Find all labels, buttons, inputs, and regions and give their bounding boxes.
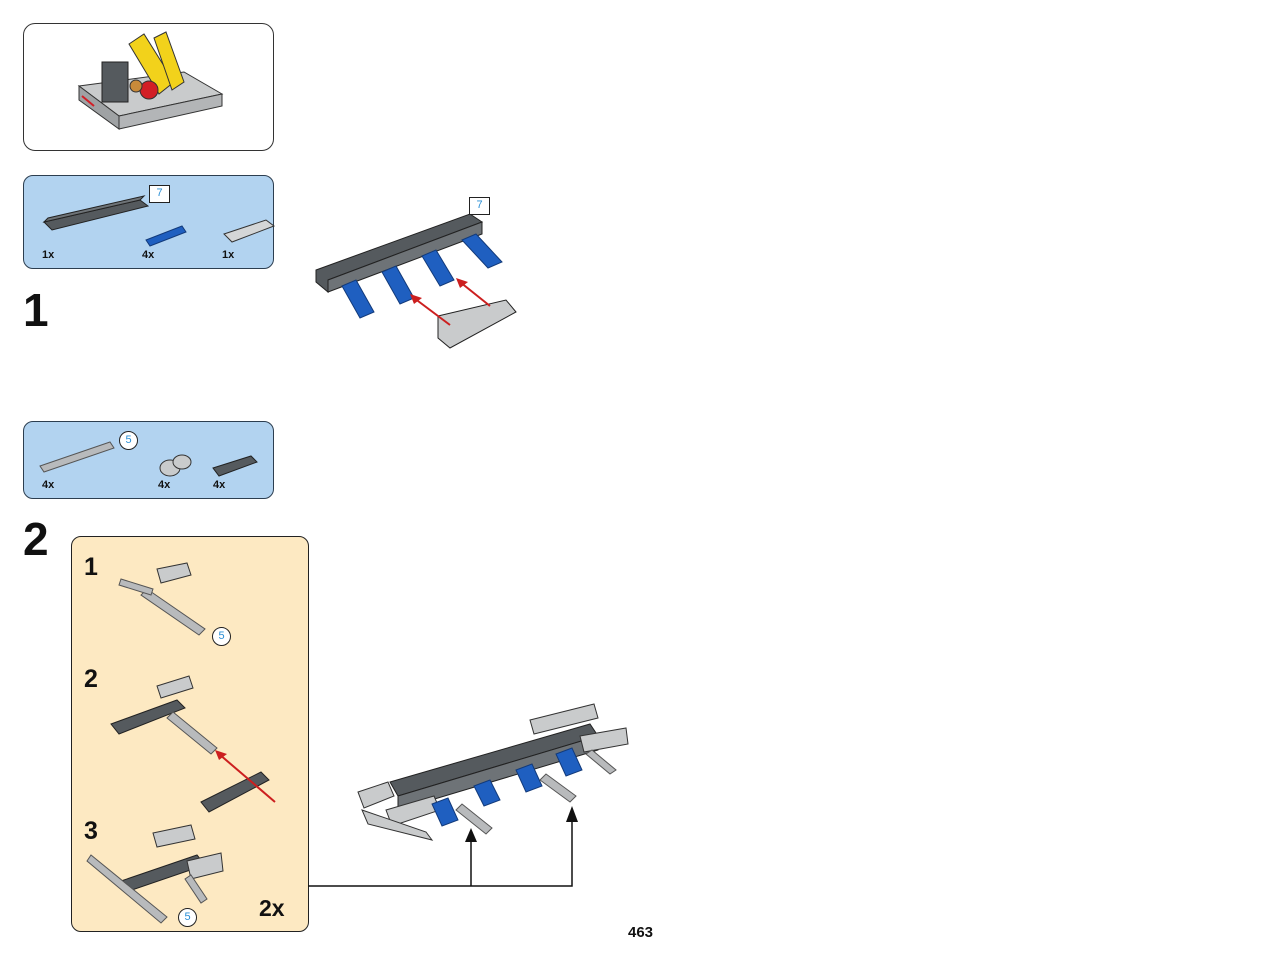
step1-part-qty: 1x [42,249,55,261]
step1-assembly-illustration [315,213,517,349]
substep3-length-badge: 5 [178,908,197,927]
step1-part-qty: 1x [222,249,235,261]
step2-part-qty: 4x [42,479,55,491]
step1-number: 1 [23,284,49,336]
substep1-illustration [118,562,206,636]
subassembly-multiplier: 2x [259,895,285,921]
step1-length-badge: 7 [469,197,490,215]
subassembly-callout-arrows [308,806,578,887]
substep2-illustration [110,675,276,813]
model-preview-panel [23,23,274,151]
subassembly-panel: 1 5 2 3 5 2x [71,536,309,932]
substep-number: 3 [84,817,98,845]
axle-pin-connector-icon [159,454,192,477]
blue-pin-icon [145,225,187,247]
step2-part-length-badge: 5 [119,431,138,450]
step2-part-qty: 4x [213,479,226,491]
light-gray-liftarm-3-icon [223,219,276,243]
step1-part-length-badge: 7 [149,185,170,203]
step2-parts-list: 5 4x 4x 4x [23,421,274,499]
substep-number: 2 [84,665,98,693]
step1-part-qty: 4x [142,249,155,261]
step2-number: 2 [23,513,49,565]
gray-axle-5-icon [39,441,115,473]
step2-assembly-illustration [357,703,629,841]
step1-parts-list: 7 1x 4x 1x [23,175,276,269]
page-number: 463 [628,924,654,941]
dark-gray-liftarm-7-icon [42,195,150,231]
model-preview-icon [77,31,224,130]
step2-part-qty: 4x [158,479,171,491]
dark-liftarm-thin-icon [212,455,258,477]
substep1-length-badge: 5 [212,627,231,646]
substep3-illustration [86,824,224,924]
substep-number: 1 [84,553,98,581]
